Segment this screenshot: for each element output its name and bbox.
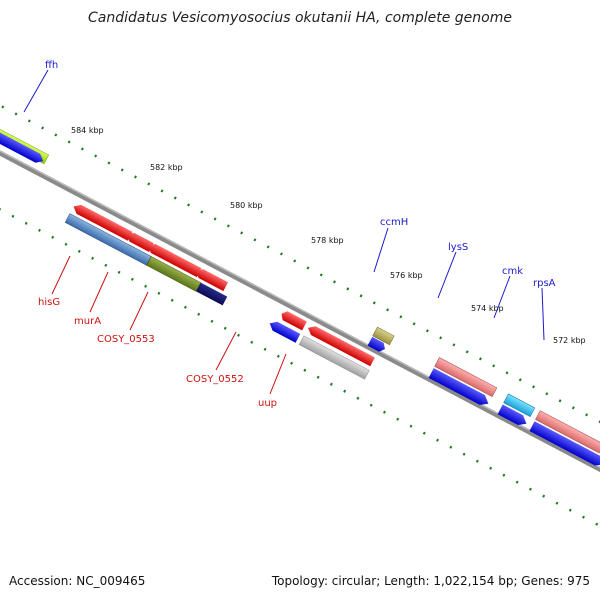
kbp-label-582: 582 kbp (150, 163, 183, 172)
cds-rpsA (529, 421, 600, 466)
outer-tick-track (1, 105, 600, 453)
cds-cosy0552 (269, 321, 301, 343)
label-cmk: cmk (502, 266, 523, 277)
genome-backbone (0, 141, 600, 482)
label-uup: uup (258, 398, 277, 409)
label-hisG: hisG (38, 297, 60, 308)
label-cosy0552: COSY_0552 (186, 374, 244, 385)
label-ccmH: ccmH (380, 217, 408, 228)
genome-title: Candidatus Vesicomyosocius okutanii HA, … (88, 10, 512, 26)
gene-cosy0553 (196, 282, 228, 306)
label-lysS: lysS (448, 242, 468, 253)
cds-ffh (0, 118, 44, 163)
cds-ccmH (367, 336, 385, 352)
kbp-label-574: 574 kbp (471, 304, 504, 313)
gene-red-2 (126, 232, 154, 252)
accession-text: Accession: NC_009465 (9, 574, 146, 588)
inner-tick-track (0, 186, 600, 535)
kbp-label-580: 580 kbp (230, 201, 263, 210)
gene-uup-red (308, 326, 375, 367)
gene-lysS (434, 357, 498, 397)
kbp-label-584: 584 kbp (71, 126, 104, 135)
kbp-label-572: 572 kbp (553, 336, 586, 345)
label-rpsA: rpsA (533, 278, 556, 289)
topology-text: Topology: circular; Length: 1,022,154 bp… (271, 574, 590, 588)
gene-red-1 (73, 204, 133, 241)
label-murA: murA (74, 316, 101, 327)
gene-rpsA (535, 410, 600, 454)
gene-uup (298, 335, 370, 380)
gene-red-4 (195, 269, 229, 292)
cds-cmk (497, 404, 527, 425)
cds-lysS (428, 368, 489, 405)
gene-red-5 (281, 311, 307, 331)
gene-red-3 (147, 244, 202, 278)
gene-ccmH (372, 326, 395, 346)
gene-cmk (503, 393, 536, 418)
label-cosy0553: COSY_0553 (97, 334, 155, 345)
label-ffh: ffh (45, 60, 58, 71)
kbp-label-578: 578 kbp (311, 236, 344, 245)
kbp-label-576: 576 kbp (390, 271, 423, 280)
